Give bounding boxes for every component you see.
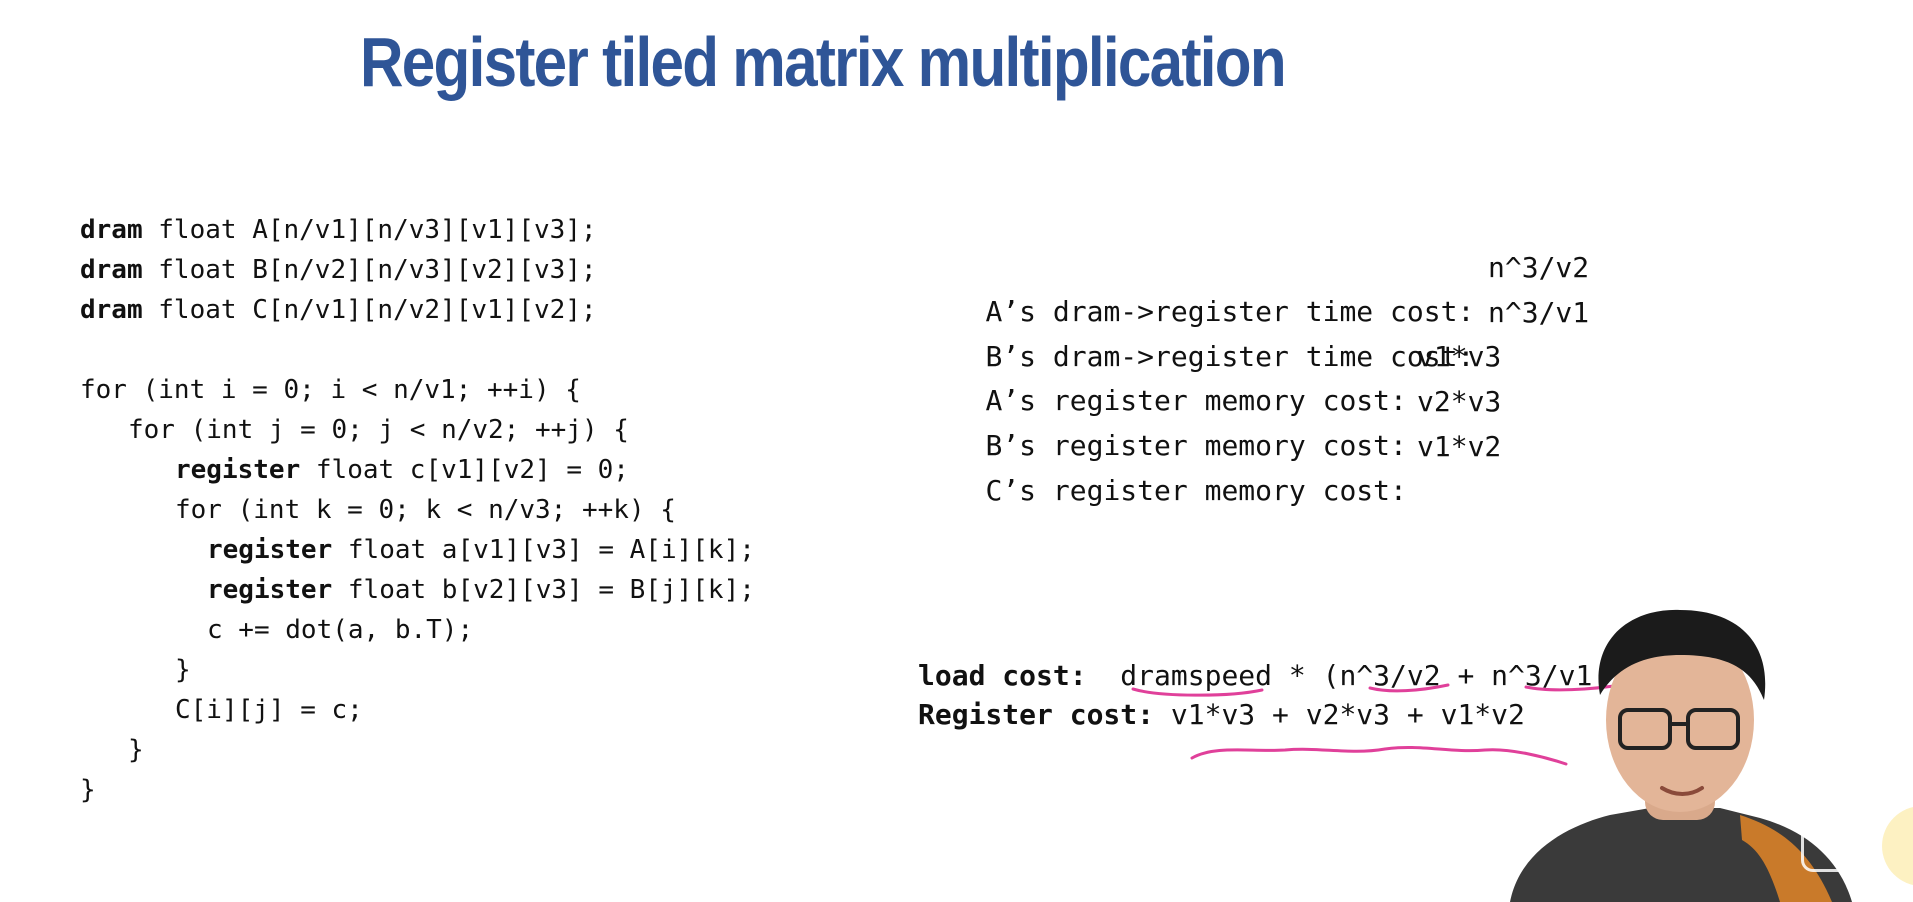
code-keyword: register	[175, 455, 301, 485]
cost-value: v2*v3	[1417, 385, 1502, 418]
code-keyword: register	[207, 575, 333, 605]
cost-label: A’s register memory cost:	[985, 384, 1407, 417]
code-line: register float c[v1][v2] = 0;	[175, 450, 629, 490]
code-text: }	[175, 655, 191, 685]
code-line: C[i][j] = c;	[175, 690, 363, 730]
code-line: }	[80, 770, 96, 810]
code-text: float A[n/v1][n/v3][v1][v3];	[142, 215, 597, 245]
cost-row: B’s dram->register time cost: n^3/v1	[918, 291, 1589, 373]
code-line: dram float A[n/v1][n/v3][v1][v3];	[80, 210, 597, 250]
code-text: C[i][j] = c;	[175, 695, 363, 725]
cost-label: B’s dram->register time cost:	[985, 340, 1475, 373]
cost-row: A’s register memory cost: v1*v3	[918, 335, 1501, 417]
code-line: for (int k = 0; k < n/v3; ++k) {	[175, 490, 676, 530]
presenter-face	[1606, 628, 1754, 812]
presenter-hair	[1598, 609, 1766, 700]
code-text: for (int i = 0; i < n/v1; ++i) {	[80, 375, 581, 405]
cost-row: B’s register memory cost: v2*v3	[918, 380, 1501, 462]
cost-label: B’s register memory cost:	[985, 429, 1407, 462]
code-line: dram float C[n/v1][n/v2][v1][v2];	[80, 290, 597, 330]
cost-value: v1*v2	[1417, 430, 1502, 463]
glasses-left-lens	[1618, 708, 1672, 750]
code-line: dram float B[n/v2][n/v3][v2][v3];	[80, 250, 597, 290]
play-icon[interactable]	[1801, 818, 1863, 872]
code-keyword: dram	[80, 255, 143, 285]
code-line: c += dot(a, b.T);	[207, 610, 473, 650]
cost-label: A’s dram->register time cost:	[985, 295, 1475, 328]
cost-row: A’s dram->register time cost: n^3/v2	[918, 246, 1589, 328]
code-text: }	[128, 735, 144, 765]
cost-value: n^3/v2	[1488, 251, 1590, 284]
code-text: float c[v1][v2] = 0;	[300, 455, 629, 485]
code-text: }	[80, 775, 96, 805]
code-text: for (int j = 0; j < n/v2; ++j) {	[128, 415, 629, 445]
code-line: for (int j = 0; j < n/v2; ++j) {	[128, 410, 629, 450]
code-keyword: dram	[80, 295, 143, 325]
code-text: float a[v1][v3] = A[i][k];	[332, 535, 755, 565]
code-text: c += dot(a, b.T);	[207, 615, 474, 645]
register-cost-label: Register cost:	[918, 698, 1155, 731]
cost-row: C’s register memory cost: v1*v2	[918, 425, 1501, 507]
presenter-silhouette	[1510, 609, 1852, 902]
cost-value: n^3/v1	[1488, 296, 1590, 329]
code-line: }	[175, 650, 191, 690]
code-line: }	[128, 730, 144, 770]
register-cost-formula: Register cost: v1*v3 + v2*v3 + v1*v2	[918, 695, 1525, 735]
load-cost-label: load cost:	[918, 659, 1087, 692]
code-keyword: register	[207, 535, 333, 565]
code-line: register float b[v2][v3] = B[j][k];	[207, 570, 755, 610]
code-text: float b[v2][v3] = B[j][k];	[332, 575, 755, 605]
presenter-webcam	[1480, 600, 1913, 902]
register-cost-expression: v1*v3 + v2*v3 + v1*v2	[1154, 698, 1525, 731]
code-line: register float a[v1][v3] = A[i][k];	[207, 530, 755, 570]
code-line: for (int i = 0; i < n/v1; ++i) {	[80, 370, 581, 410]
slide-title: Register tiled matrix multiplication	[360, 23, 1287, 101]
cost-value: v1*v3	[1417, 340, 1502, 373]
glasses-right-lens	[1686, 708, 1740, 750]
code-text: float B[n/v2][n/v3][v2][v3];	[142, 255, 597, 285]
code-keyword: dram	[80, 215, 143, 245]
presenter-jacket	[1740, 815, 1832, 902]
code-text: for (int k = 0; k < n/v3; ++k) {	[175, 495, 676, 525]
presenter-mouth	[1660, 786, 1704, 796]
cost-label: C’s register memory cost:	[985, 474, 1407, 507]
code-text: float C[n/v1][n/v2][v1][v2];	[142, 295, 597, 325]
